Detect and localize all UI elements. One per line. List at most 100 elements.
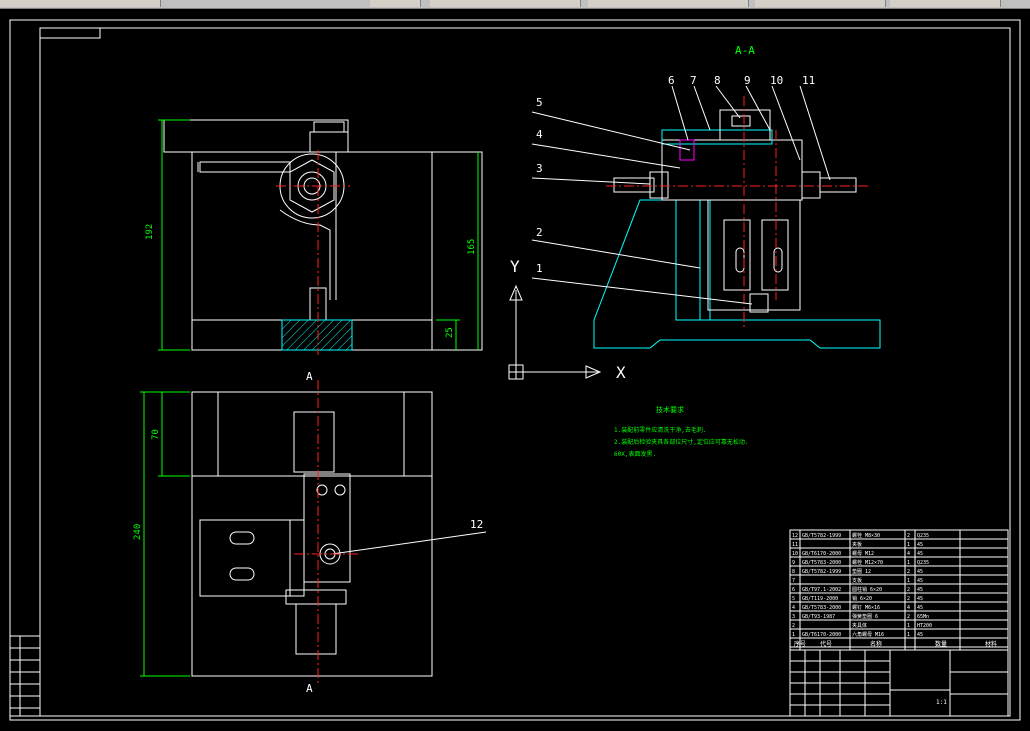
layer-dropdown[interactable] [430, 0, 581, 7]
bom-cell: 45 [917, 542, 923, 548]
bom-cell: 支板 [852, 577, 862, 584]
bom-cell: GB/T93-1987 [802, 614, 835, 620]
top-view: A A 70 240 [133, 370, 433, 695]
bom-cell: 垫圈 12 [852, 568, 871, 575]
bom-cell: 螺栓 M12×70 [852, 559, 883, 566]
bom-cell: 弹簧垫圈 6 [852, 613, 878, 620]
bom-cell: 圆柱销 6×20 [852, 586, 882, 593]
bom-cell: 12 [792, 533, 798, 539]
bom-cell: 4 [792, 605, 795, 611]
front-view: 192 165 25 [145, 119, 483, 355]
bom-cell: 1 [907, 632, 910, 638]
bom-cell: 六角螺母 M16 [852, 631, 884, 638]
toolbar-segment[interactable] [370, 0, 421, 7]
balloon-11: 11 [802, 74, 815, 87]
balloon-7: 7 [690, 74, 697, 87]
lineweight-dropdown[interactable] [755, 0, 886, 7]
balloon-5: 5 [536, 96, 543, 109]
bom-cell: 螺钉 M6×16 [852, 604, 880, 611]
bom-cell: 45 [917, 605, 923, 611]
bom-cell: 9 [792, 560, 795, 566]
bom-cell: GB/T119-2000 [802, 596, 838, 602]
cut-mark-top: A [306, 370, 313, 383]
cut-mark-bottom: A [306, 682, 313, 695]
plotstyle-dropdown[interactable] [890, 0, 1001, 7]
bom-cell: GB/T5782-1999 [802, 569, 841, 575]
drawing-frame [9, 19, 1021, 721]
bom-cell: 45 [917, 569, 923, 575]
bom-cell: 4 [907, 605, 910, 611]
bom-cell: GB/T6170-2000 [802, 632, 841, 638]
section-view: A-A [593, 44, 881, 349]
technical-requirements: 技术要求 1.装配前零件应清洗干净,去毛刺. 2.装配后检验夹具各部位尺寸,定位… [614, 405, 748, 458]
dim-front-height: 192 [145, 224, 155, 240]
bom-header-cell: 序号 [794, 640, 806, 648]
bom-cell: 3 [792, 614, 795, 620]
drawing-canvas[interactable]: 192 165 25 A-A [0, 8, 1030, 731]
ucs-icon: Y X [508, 257, 626, 382]
balloon-leaders: 5 4 3 2 1 6 7 8 9 10 11 12 [331, 74, 831, 555]
bom-cell: HT200 [917, 623, 932, 629]
bom-cell: 夹板 [852, 541, 862, 548]
bom-cell: 2 [907, 587, 910, 593]
bom-cell: 6 [792, 587, 795, 593]
bom-cell: 5 [792, 596, 795, 602]
bom-cell: 螺栓 M8×30 [852, 532, 880, 539]
balloon-6: 6 [668, 74, 675, 87]
bom-cell: 1 [907, 578, 910, 584]
bom-cell: Q235 [917, 533, 929, 539]
bom-header-cell: 名称 [870, 640, 882, 648]
bom-header-cell: 材料 [985, 640, 997, 648]
bom-cell: 11 [792, 542, 798, 548]
section-label: A-A [735, 44, 755, 57]
bom-cell: GB/T5783-2000 [802, 560, 841, 566]
bom-cell: 夹具体 [852, 622, 867, 629]
toolbar-segment[interactable] [0, 0, 61, 7]
ucs-x-label: X [616, 363, 626, 382]
tech-req-line-1: 1.装配前零件应清洗干净,去毛刺. [614, 426, 706, 434]
bom-header-cell: 数量 [935, 640, 947, 648]
bom-cell: 1 [907, 560, 910, 566]
bom-cell: 45 [917, 587, 923, 593]
tech-req-line-3: 60X,表面发黑. [614, 450, 656, 458]
bom-cell: 1 [792, 632, 795, 638]
bom-cell: 2 [907, 569, 910, 575]
bom-cell: 45 [917, 578, 923, 584]
balloon-1: 1 [536, 262, 543, 275]
balloon-3: 3 [536, 162, 543, 175]
linetype-dropdown[interactable] [588, 0, 749, 7]
bom-cell: 45 [917, 551, 923, 557]
bom-header-cell: 代号 [820, 640, 832, 648]
bom-cell: 4 [907, 551, 910, 557]
bom-cell: 2 [907, 614, 910, 620]
balloon-12: 12 [470, 518, 483, 531]
bom-cell: GB/T5783-2000 [802, 605, 841, 611]
bom-cell: 2 [907, 596, 910, 602]
application-toolbar-strip [0, 0, 1030, 9]
bom-cell: GB/T5782-1999 [802, 533, 841, 539]
bom-cell: Q235 [917, 560, 929, 566]
ucs-y-label: Y [510, 257, 520, 276]
bom-cell: 7 [792, 578, 795, 584]
title-scale: 1:1 [936, 699, 947, 706]
tech-req-line-2: 2.装配后检验夹具各部位尺寸,定位应可靠无松动. [614, 438, 748, 446]
bom-cell: 8 [792, 569, 795, 575]
balloon-4: 4 [536, 128, 543, 141]
bom-cell: 1 [907, 542, 910, 548]
balloon-2: 2 [536, 226, 543, 239]
balloon-9: 9 [744, 74, 751, 87]
tech-req-title: 技术要求 [656, 405, 684, 414]
dim-top-total: 240 [133, 524, 143, 540]
balloon-10: 10 [770, 74, 783, 87]
balloon-8: 8 [714, 74, 721, 87]
bom-cell: 螺母 M12 [852, 550, 874, 557]
bom-cell: 45 [917, 596, 923, 602]
bom-cell: 45 [917, 632, 923, 638]
bom-cell: GB/T6170-2000 [802, 551, 841, 557]
bom-cell: 10 [792, 551, 798, 557]
dim-front-base: 25 [445, 327, 455, 338]
dim-front-right: 165 [467, 239, 477, 255]
bom-cell: 销 6×20 [852, 595, 872, 602]
toolbar-segment[interactable] [60, 0, 161, 7]
